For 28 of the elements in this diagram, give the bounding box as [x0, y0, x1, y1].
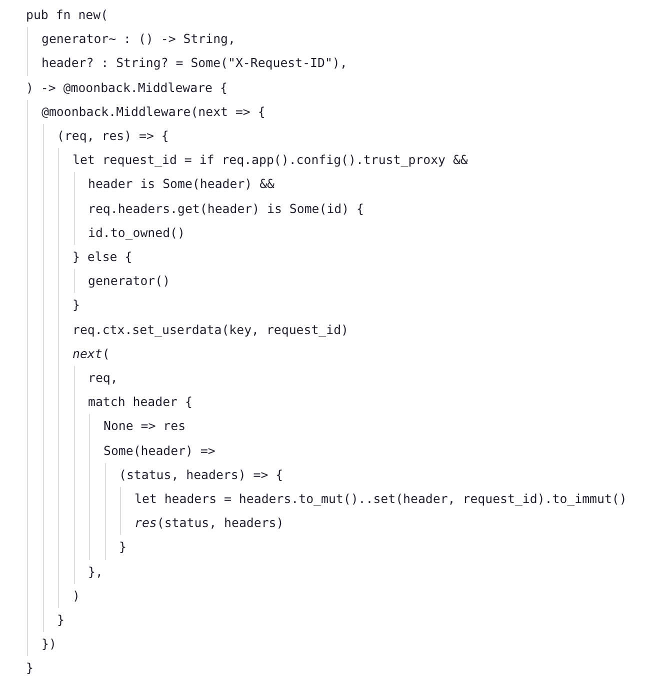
- code-line: }): [42, 635, 56, 654]
- code-line: pub fn new(: [26, 6, 108, 24]
- code-line: header is Some(header) &&: [88, 175, 274, 194]
- code-line: res(status, headers): [134, 514, 284, 532]
- code-line: let request_id = if req.app().config().trust_proxy &&: [72, 151, 468, 170]
- code-line: }: [57, 611, 64, 629]
- code-line: generator~ : () -> String,: [42, 30, 236, 48]
- code-line: id.to_owned(): [88, 224, 185, 242]
- code-line: req.ctx.set_userdata(key, request_id): [72, 320, 349, 339]
- code-line: Some(header) =>: [104, 442, 216, 460]
- code-line: }: [26, 659, 34, 678]
- code-line: header? : String? = Some("X-Request-ID"),: [42, 54, 348, 72]
- code-line: generator(): [88, 272, 170, 290]
- code-line: @moonback.Middleware(next => {: [42, 102, 266, 121]
- code-line: req.headers.get(header) is Some(id) {: [88, 200, 364, 218]
- code-line: match header {: [88, 393, 192, 412]
- code-line: } else {: [72, 248, 132, 266]
- code-line: ): [72, 586, 80, 605]
- code-line: }: [119, 538, 126, 556]
- code-line: (req, res) => {: [57, 127, 169, 145]
- code-line: }: [72, 296, 80, 314]
- code-line: None => res: [104, 417, 186, 436]
- code-line: next(: [72, 344, 110, 363]
- code-line: ) -> @moonback.Middleware {: [26, 78, 228, 97]
- code-line: (status, headers) => {: [119, 466, 284, 484]
- code-line: let headers = headers.to_mut()..set(header, request_id).to_immut(): [134, 490, 627, 508]
- code-line: },: [88, 562, 103, 581]
- code-line: req,: [88, 369, 118, 387]
